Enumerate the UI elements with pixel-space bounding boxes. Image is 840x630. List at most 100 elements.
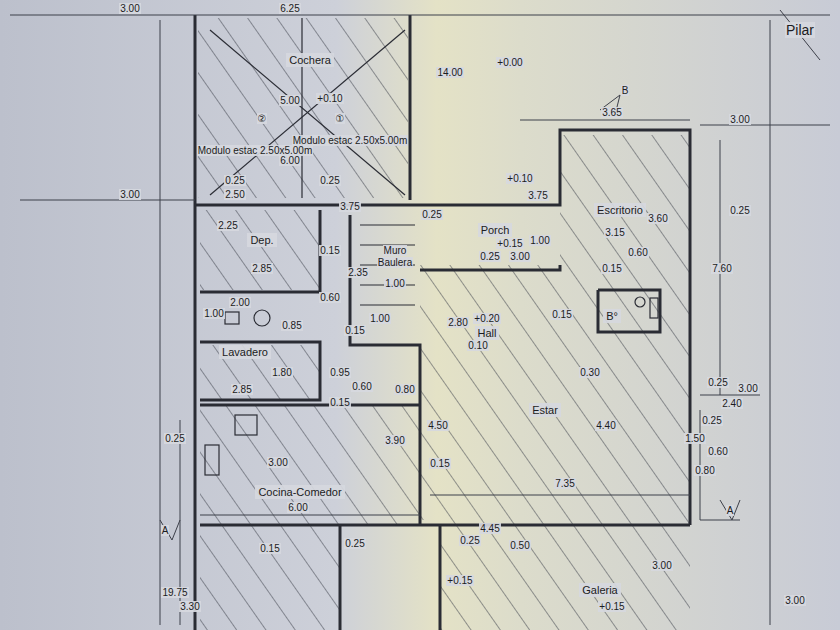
dimension: 1.80 xyxy=(271,367,292,378)
dimension: 0.25 xyxy=(224,175,245,186)
dimension: 3.00 xyxy=(737,383,758,394)
dimension: 0.85 xyxy=(281,320,302,331)
plan-label: Pilar xyxy=(785,22,815,38)
room-label: Hall xyxy=(475,326,500,340)
plan-label: ① xyxy=(335,113,346,124)
room-name: Lavadero xyxy=(222,346,268,358)
dimension: 19.75 xyxy=(161,587,188,598)
room-label: B° xyxy=(603,309,621,323)
dimension: 0.15 xyxy=(259,543,280,554)
room-label: Lavadero xyxy=(219,345,271,359)
dimension: 2.50 xyxy=(224,189,245,200)
dimension: 1.00 xyxy=(369,313,390,324)
dimension: 3.15 xyxy=(604,227,625,238)
level-mark: +0.10 xyxy=(316,93,343,104)
dimension: 0.25 xyxy=(164,433,185,444)
hatching xyxy=(198,18,690,630)
dimension: 0.30 xyxy=(579,367,600,378)
dimension: 2.80 xyxy=(447,317,468,328)
level-mark: +0.10 xyxy=(506,173,533,184)
dimension: 0.80 xyxy=(694,465,715,476)
dimension: 3.00 xyxy=(651,560,672,571)
dimension: 3.30 xyxy=(179,601,200,612)
room-name: Hall xyxy=(478,327,497,339)
dimension: 6.25 xyxy=(279,3,300,14)
dimension: 0.25 xyxy=(707,377,728,388)
room-name: Porch xyxy=(481,224,510,236)
dimension: 1.50 xyxy=(684,433,705,444)
room-label: Porch xyxy=(478,223,513,237)
room-name: Galeria xyxy=(582,584,617,596)
dimension: 0.60 xyxy=(707,446,728,457)
dimension-lines xyxy=(10,10,830,625)
room-label: Galeria xyxy=(579,583,620,597)
dimension: 1.00 xyxy=(529,235,550,246)
dimension: 0.15 xyxy=(344,325,365,336)
fixtures xyxy=(205,18,658,475)
walls xyxy=(195,15,690,630)
room-name: B° xyxy=(606,310,618,322)
room-name: Cocina-Comedor xyxy=(258,486,341,498)
dimension: 0.15 xyxy=(601,263,622,274)
plan-label: Modulo estac 2.50x5.00m xyxy=(197,145,314,156)
dimension: 0.25 xyxy=(701,415,722,426)
dimension: 3.00 xyxy=(119,189,140,200)
dimension: 0.25 xyxy=(479,251,500,262)
dimension: 6.00 xyxy=(287,502,308,513)
plan-label: Muro xyxy=(383,245,408,256)
dimension: 0.25 xyxy=(344,538,365,549)
dimension: 0.95 xyxy=(329,367,350,378)
room-name: Dep. xyxy=(250,234,273,246)
room-label: Estar xyxy=(529,403,561,417)
level-mark: +0.15 xyxy=(496,238,523,249)
level-mark: +0.20 xyxy=(473,313,500,324)
dimension: 1.00 xyxy=(384,278,405,289)
dimension: 7.60 xyxy=(711,263,732,274)
dimension: 0.10 xyxy=(467,340,488,351)
level-mark: +0.15 xyxy=(598,601,625,612)
dimension: 0.60 xyxy=(351,381,372,392)
dimension: 3.00 xyxy=(267,457,288,468)
dimension: 0.25 xyxy=(729,205,750,216)
plan-label: A xyxy=(161,525,170,536)
dimension: 3.65 xyxy=(601,107,622,118)
dimension: 3.00 xyxy=(509,251,530,262)
dimension: 2.85 xyxy=(251,263,272,274)
dimension: 3.60 xyxy=(647,213,668,224)
level-mark: +0.00 xyxy=(496,57,523,68)
dimension: 0.15 xyxy=(329,397,350,408)
plan-label: ② xyxy=(257,113,268,124)
dimension: 0.15 xyxy=(429,458,450,469)
dimension: 2.25 xyxy=(217,220,238,231)
dimension: 3.00 xyxy=(119,3,140,14)
dimension: 0.25 xyxy=(319,175,340,186)
dimension: 0.15 xyxy=(551,309,572,320)
dimension: 3.75 xyxy=(339,201,360,212)
dimension: 3.90 xyxy=(384,435,405,446)
dimension: 4.50 xyxy=(427,420,448,431)
dimension: 2.40 xyxy=(721,398,742,409)
dimension: 0.15 xyxy=(319,245,340,256)
room-name: Estar xyxy=(532,404,558,416)
room-label: Dep. xyxy=(247,233,276,247)
dimension: 2.00 xyxy=(229,297,250,308)
plan-label: A xyxy=(726,505,735,516)
dimension: 0.25 xyxy=(421,209,442,220)
dimension: 0.60 xyxy=(319,292,340,303)
room-label: Cochera xyxy=(286,53,334,67)
dimension: 0.25 xyxy=(459,535,480,546)
dimension: 2.85 xyxy=(231,384,252,395)
dimension: 4.45 xyxy=(479,523,500,534)
dimension: 1.00 xyxy=(203,308,224,319)
dimension: 6.00 xyxy=(279,155,300,166)
room-name: Cochera xyxy=(289,54,331,66)
room-name: Escritorio xyxy=(597,204,643,216)
dimension: 2.35 xyxy=(347,267,368,278)
plan-label: Baulera xyxy=(377,257,413,268)
dimension: 7.35 xyxy=(554,478,575,489)
dimension: 4.40 xyxy=(595,420,616,431)
dimension: 0.60 xyxy=(627,247,648,258)
dimension: 0.50 xyxy=(509,540,530,551)
level-mark: +0.15 xyxy=(446,575,473,586)
